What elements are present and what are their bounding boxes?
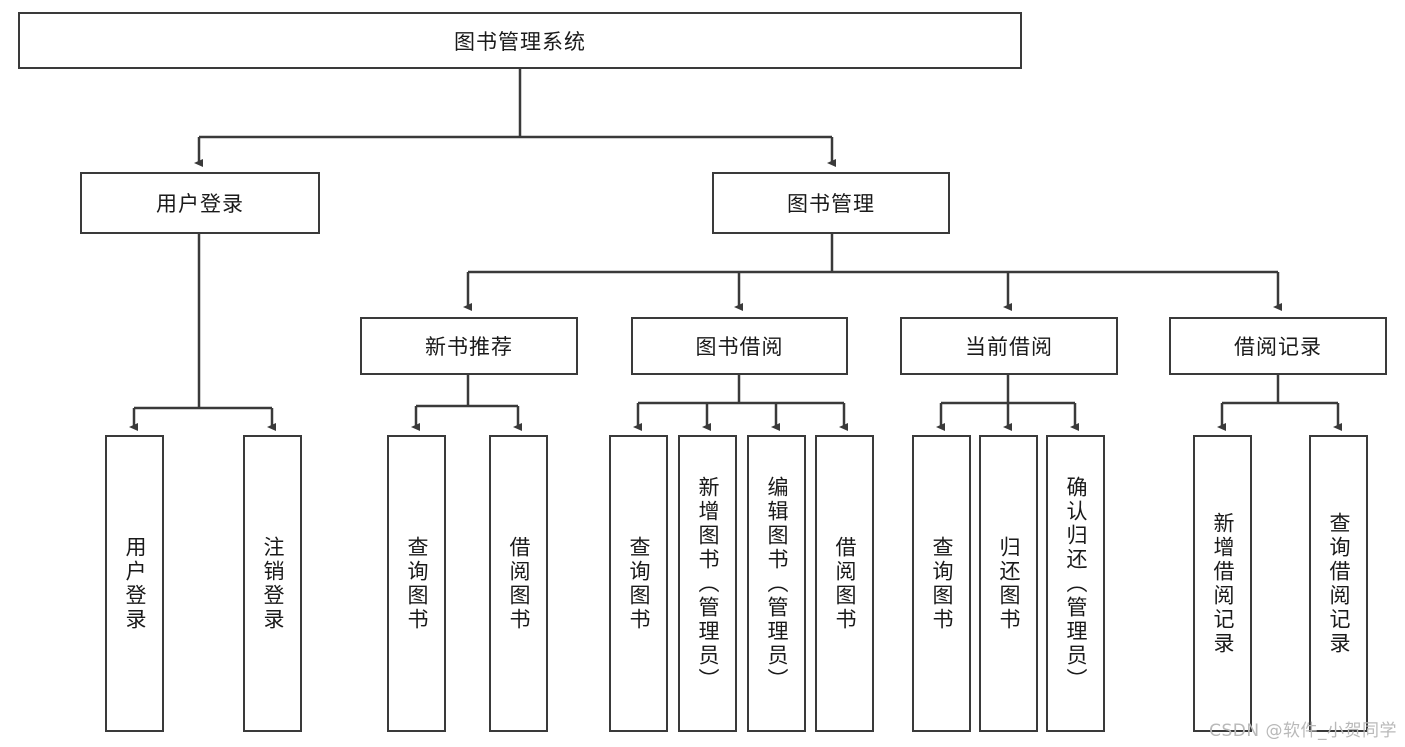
leaf-new-book-query[interactable]: 查询图书	[387, 435, 446, 732]
leaf-current-confirm-return-admin[interactable]: 确认归还（管理员）	[1046, 435, 1105, 732]
node-label: 用户登录	[123, 535, 147, 632]
leaf-borrow-borrow-book[interactable]: 借阅图书	[815, 435, 874, 732]
node-label: 图书管理系统	[454, 29, 586, 54]
node-new-book-recommendation[interactable]: 新书推荐	[360, 317, 578, 375]
node-label: 新书推荐	[425, 335, 513, 359]
leaf-current-query-book[interactable]: 查询图书	[912, 435, 971, 732]
node-label: 编辑图书（管理员）	[765, 475, 789, 692]
leaf-user-login-logout[interactable]: 注销登录	[243, 435, 302, 732]
leaf-record-query-record[interactable]: 查询借阅记录	[1309, 435, 1368, 732]
node-root-book-management-system[interactable]: 图书管理系统	[18, 12, 1022, 69]
node-label: 查询借阅记录	[1327, 511, 1351, 656]
node-label: 查询图书	[627, 535, 651, 632]
leaf-record-add-record[interactable]: 新增借阅记录	[1193, 435, 1252, 732]
node-label: 归还图书	[997, 535, 1021, 632]
leaf-borrow-add-book-admin[interactable]: 新增图书（管理员）	[678, 435, 737, 732]
node-current-borrowing[interactable]: 当前借阅	[900, 317, 1118, 375]
leaf-current-return-book[interactable]: 归还图书	[979, 435, 1038, 732]
leaf-user-login-login[interactable]: 用户登录	[105, 435, 164, 732]
node-label: 确认归还（管理员）	[1064, 475, 1088, 692]
node-label: 注销登录	[261, 535, 285, 632]
node-label: 图书借阅	[695, 335, 784, 359]
node-user-login[interactable]: 用户登录	[80, 172, 320, 234]
node-borrowing-record[interactable]: 借阅记录	[1169, 317, 1387, 375]
leaf-borrow-query-book[interactable]: 查询图书	[609, 435, 668, 732]
node-label: 新增借阅记录	[1211, 511, 1235, 656]
leaf-new-book-borrow[interactable]: 借阅图书	[489, 435, 548, 732]
node-label: 当前借阅	[965, 335, 1053, 359]
node-label: 图书管理	[787, 192, 875, 216]
node-book-management[interactable]: 图书管理	[712, 172, 950, 234]
node-label: 查询图书	[405, 535, 429, 632]
node-label: 用户登录	[156, 192, 244, 216]
node-book-borrowing[interactable]: 图书借阅	[631, 317, 848, 375]
node-label: 借阅记录	[1234, 335, 1322, 359]
node-label: 查询图书	[930, 535, 954, 632]
node-label: 借阅图书	[833, 535, 857, 632]
node-label: 借阅图书	[507, 535, 531, 632]
csdn-watermark: CSDN @软件_小贺同学	[1209, 721, 1397, 741]
node-label: 新增图书（管理员）	[696, 475, 720, 692]
leaf-borrow-edit-book-admin[interactable]: 编辑图书（管理员）	[747, 435, 806, 732]
